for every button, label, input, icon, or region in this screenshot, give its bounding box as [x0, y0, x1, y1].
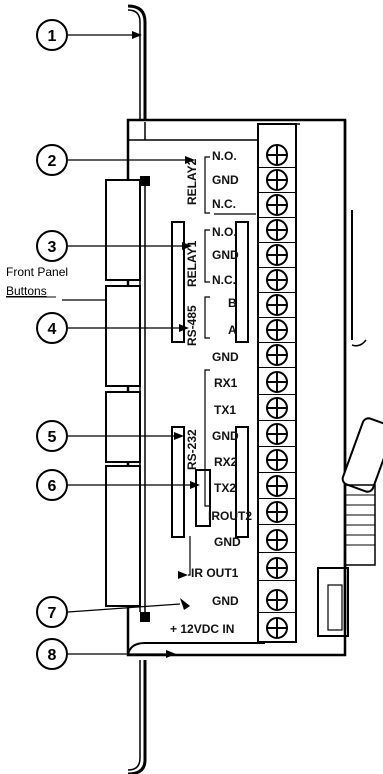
terminal-label-relay1-no: N.O. [212, 225, 237, 239]
callout-circle-7 [36, 596, 68, 628]
terminal-label-irout1: IR OUT1 [191, 566, 239, 580]
terminal-label-rx2: RX2 [214, 455, 238, 469]
front-panel-buttons [105, 179, 141, 607]
terminal-label-relay1-gnd: GND [212, 248, 239, 262]
terminal-label-gnd-3: GND [214, 535, 241, 549]
rs232-right-connector [235, 426, 249, 538]
callout-circle-6 [36, 469, 68, 501]
rs485-connector [171, 221, 185, 343]
callout-circle-1 [36, 19, 68, 51]
callout-circle-3 [36, 230, 68, 262]
terminal-label-irout2: IROUT2 [208, 509, 252, 523]
front-panel-caption-line2: Buttons [6, 284, 47, 298]
callout-number-5: 5 [48, 429, 57, 446]
front-panel-caption-line1: Front Panel [6, 265, 68, 279]
top-bracket [127, 4, 147, 120]
front-panel-button-1 [105, 179, 141, 281]
terminal-label-gnd-1: GND [212, 350, 239, 364]
terminal-label-rs485-b: B [228, 296, 237, 310]
irout-jack [195, 469, 211, 527]
relay1-connector [235, 221, 249, 343]
callout-number-2: 2 [48, 153, 57, 170]
front-panel-button-2 [105, 285, 141, 387]
terminal-label-rx1: RX1 [214, 376, 238, 390]
front-panel-button-4 [105, 465, 141, 607]
side-cable [317, 339, 383, 637]
callout-arrowheads [132, 31, 200, 658]
terminal-label-tx2: TX2 [214, 481, 236, 495]
terminal-screws [258, 144, 296, 639]
terminal-label-12vdc-in: + 12VDC IN [170, 622, 234, 636]
terminal-label-relay2-nc: N.C. [212, 197, 236, 211]
rs232-connector [171, 426, 185, 538]
terminal-label-tx1: TX1 [214, 403, 236, 417]
callout-circle-8 [36, 638, 68, 670]
callout-number-1: 1 [48, 28, 57, 45]
relay1-group-label: RELAY1 [185, 240, 199, 287]
rs232-group-label: RS-232 [185, 429, 199, 470]
terminal-label-relay2-gnd: GND [212, 173, 239, 187]
relay2-group-label: RELAY2 [185, 158, 199, 205]
callout-circle-2 [36, 144, 68, 176]
callout-number-3: 3 [48, 239, 57, 256]
callout-number-8: 8 [48, 647, 57, 664]
callout-number-6: 6 [48, 478, 57, 495]
callout-number-4: 4 [48, 321, 57, 338]
front-panel-button-3 [105, 391, 141, 463]
callout-number-7: 7 [48, 605, 57, 622]
callout-circle-5 [36, 420, 68, 452]
terminal-label-gnd-4: GND [212, 594, 239, 608]
bottom-bracket [127, 660, 147, 774]
callout-circle-4 [36, 312, 68, 344]
terminal-label-relay2-no: N.O. [212, 149, 237, 163]
terminal-block [257, 123, 300, 643]
terminal-label-relay1-nc: N.C. [212, 273, 236, 287]
rs485-group-label: RS-485 [185, 305, 199, 346]
terminal-label-rs485-a: A [228, 323, 237, 337]
terminal-label-gnd-2: GND [212, 429, 239, 443]
